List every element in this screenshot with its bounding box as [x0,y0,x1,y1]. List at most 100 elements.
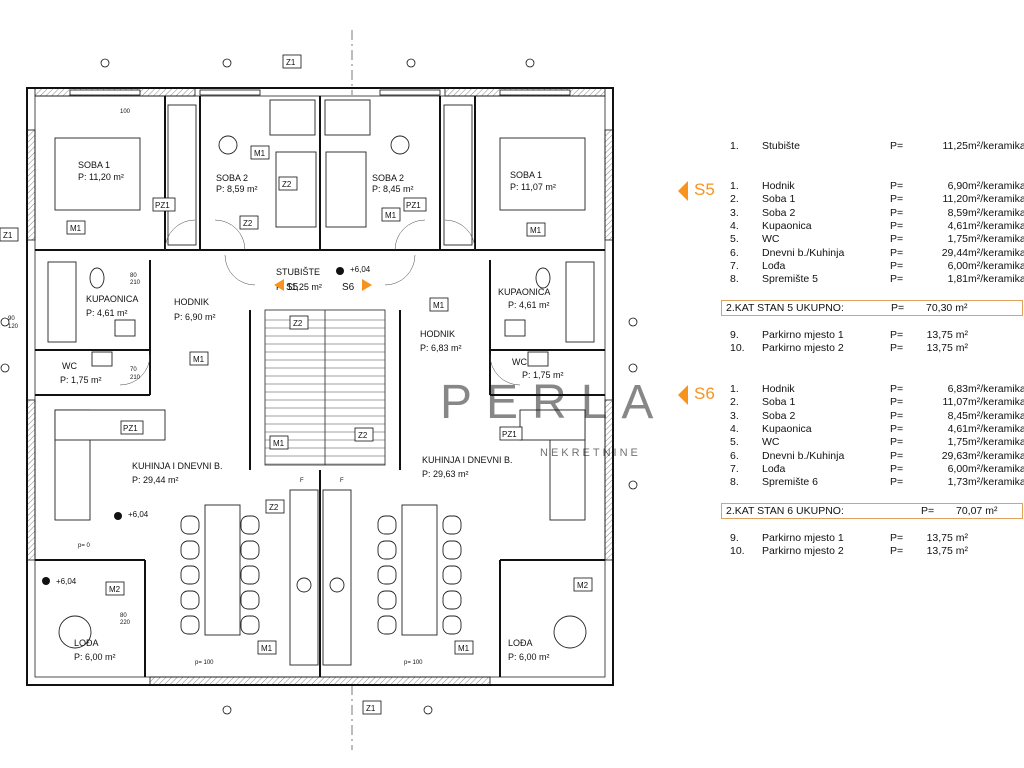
legend-unit: m²/keramika [968,233,1024,246]
stair-marker-left: S5 [286,282,299,293]
tag-pz1-4: PZ1 [499,426,523,441]
tag-m1-3: M1 [381,207,401,222]
wall-hatch-right [604,129,614,241]
dining-chair [442,590,462,610]
legend-no: 10. [730,342,745,354]
svg-text:Z2: Z2 [282,180,292,189]
tag-m1-7: M1 [269,435,289,450]
wall-hatch-right-2 [604,399,614,561]
legend-p: P= [890,259,904,272]
window-top-1 [69,89,141,96]
axis-bubble-4 [525,58,535,68]
stair-marker-right-arrow [362,279,372,291]
legend-p: P= [890,329,904,341]
legend-name: Parkirno mjesto 2 [762,545,844,557]
legend-no: 8. [730,273,739,286]
legend-val: 13,75 m² [926,329,968,341]
svg-text:M1: M1 [261,644,273,653]
legend-p: P= [890,206,904,219]
legend-val: 4,61 [947,422,968,435]
level-loggia: +6,04 [56,577,77,586]
legend-unit: m²/keramika [968,462,1024,475]
legend-name: Hodnik [762,383,795,395]
tag-z2-1: Z2 [278,176,298,191]
dim-label-14: F [340,478,344,484]
svg-text:Z1: Z1 [366,704,376,713]
legend-val: 29,44 [941,246,968,259]
legend-val: 29,63 [941,449,968,462]
closet-2 [443,104,473,246]
tag-m1-2: M1 [250,145,270,160]
legend-val: 11,25 [942,140,969,152]
room-kuhinja-left: KUHINJA I DNEVNI B. [132,461,223,471]
stair-marker-left-arrow [274,279,284,291]
tag-z1-left: Z1 [0,227,19,242]
level-kitchen: +6,04 [128,510,149,519]
door-swing-2 [444,219,476,251]
wc-sink-right [527,351,549,367]
dining-chairs [180,515,462,635]
svg-text:M2: M2 [109,585,121,594]
wc-sink-left [91,351,113,367]
legend-stubiste-row: 1. Stubište P= 11,25 m²/keramika [676,140,1024,153]
room-soba2-left: SOBA 2 [216,173,248,183]
legend-unit: m²/keramika [968,449,1024,462]
legend-no: 2. [730,193,739,206]
bed-left [54,137,141,211]
dining-chair [442,615,462,635]
chair-soba2-r [390,135,410,155]
watermark-tagline: NEKRETNINE [540,447,641,459]
bed-soba2-r [325,151,367,228]
sofa-left-back [54,409,166,441]
dining-chair [377,515,397,535]
level-marker-loggia [42,577,50,585]
svg-text:M1: M1 [433,301,445,310]
arrow-left-icon [678,385,688,405]
tag-m1-6: M1 [429,297,449,312]
room-kuhinja-right-area: P: 29,63 m² [422,469,469,479]
svg-text:Z1: Z1 [3,231,13,240]
legend-name: Stubište [762,140,800,152]
dim-label-4: 80 [130,273,137,279]
legend-val: 11,20 [942,193,969,206]
tag-z2-5: Z2 [265,499,285,514]
tag-m1-5: M1 [189,351,209,366]
dim-label-8: p= 0 [78,543,91,549]
room-hodnik-left-area: P: 6,90 m² [174,312,216,322]
dim-label-7: 210 [130,375,141,381]
legend-name: Lođa [762,462,786,475]
dining-chair [377,565,397,585]
dim-label-12: 220 [120,620,131,626]
svg-text:M1: M1 [385,211,397,220]
sofa-right-back [519,409,586,441]
desk-2r [324,99,371,136]
tag-z1-bottom: Z1 [362,700,382,715]
room-wc-left: WC [62,361,77,371]
legend-no: 5. [730,233,739,246]
room-wc-left-area: P: 1,75 m² [60,375,102,385]
legend-p: P= [890,476,904,489]
area-legend: 1. Stubište P= 11,25 m²/keramika S5 1.Ho… [676,0,1024,768]
legend-name: Kupaonica [762,422,812,435]
legend-val: 8,59 [947,206,968,219]
dim-label-3: 120 [8,324,19,330]
bathtub-right [565,261,595,343]
legend-unit: m²/keramika [968,396,1024,409]
dim-label-13: F [300,478,304,484]
room-kupaonica-left: KUPAONICA [86,294,138,304]
svg-text:M1: M1 [458,644,470,653]
svg-text:M1: M1 [193,355,205,364]
loggia-table-left [58,615,92,649]
tag-z2-3: Z2 [289,315,309,330]
tag-pz1-1: PZ1 [152,197,176,212]
dining-chair [180,615,200,635]
legend-val: 1,81 [947,273,968,286]
tag-m2-right: M2 [573,577,593,592]
bed-right [499,137,586,211]
room-loda-right: LOĐA [508,638,533,648]
